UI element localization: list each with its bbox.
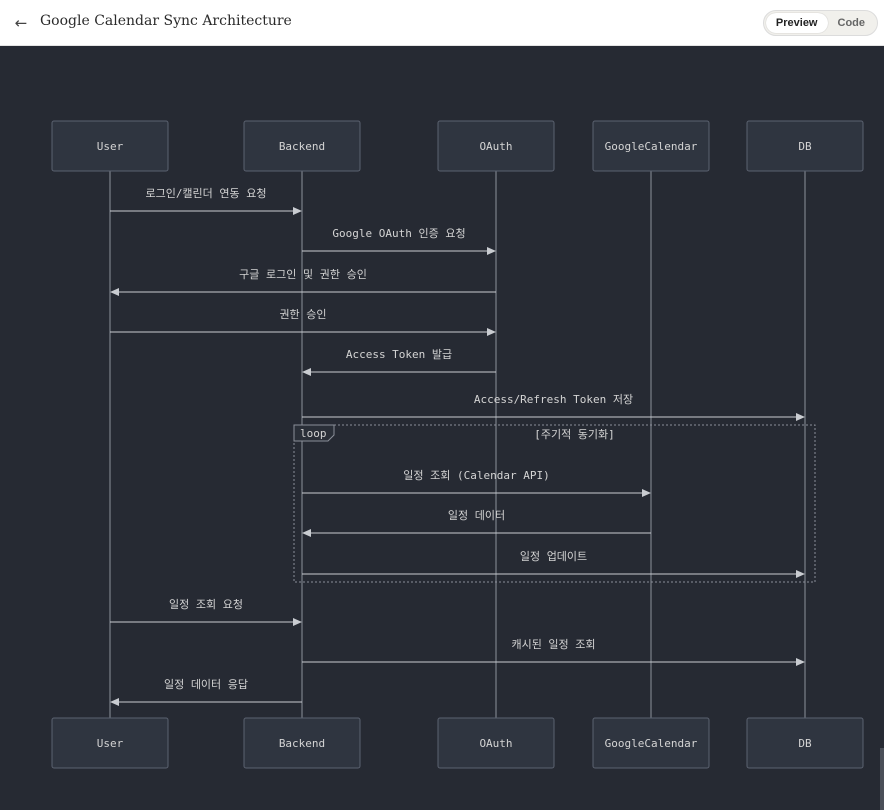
message-label-2: 구글 로그인 및 권한 승인	[239, 268, 367, 281]
message-label-10: 캐시된 일정 조회	[511, 637, 595, 651]
message-label-9: 일정 조회 요청	[169, 597, 243, 611]
message-label-8: 일정 업데이트	[520, 549, 587, 563]
participant-label: DB	[798, 140, 812, 153]
message-label-7: 일정 데이터	[448, 508, 505, 522]
participant-box-top-0: User	[51, 120, 169, 172]
back-button[interactable]: ←	[10, 12, 32, 34]
message-label-0: 로그인/캘린더 연동 요청	[145, 187, 266, 200]
diagram-canvas: loop [주기적 동기화] 로그인/캘린더 연동 요청 Google OAuth …	[0, 46, 884, 810]
participant-box-bottom-2: OAuth	[437, 717, 555, 769]
participant-rect	[243, 120, 361, 172]
sequence-diagram: loop [주기적 동기화] 로그인/캘린더 연동 요청 Google OAuth …	[51, 120, 864, 769]
participant-box-top-1: Backend	[243, 120, 361, 172]
participant-label: GoogleCalendar	[605, 737, 698, 750]
participant-rect	[51, 120, 169, 172]
participant-box-bottom-3: GoogleCalendar	[592, 717, 710, 769]
participant-box-bottom-1: Backend	[243, 717, 361, 769]
participant-label: OAuth	[479, 140, 512, 153]
participant-box-bottom-4: DB	[746, 717, 864, 769]
participant-rect	[592, 717, 710, 769]
view-toggle[interactable]: Preview Code	[762, 10, 878, 36]
message-label-4: Access Token 발급	[346, 348, 452, 361]
message-label-6: 일정 조회 (Calendar API)	[403, 468, 549, 482]
preview-tab[interactable]: Preview	[765, 13, 828, 33]
participant-rect	[437, 120, 555, 172]
page-title: Google Calendar Sync Architecture	[40, 13, 292, 29]
message-label-3: 권한 승인	[279, 308, 326, 321]
participant-rect	[243, 717, 361, 769]
participant-box-top-3: GoogleCalendar	[592, 120, 710, 172]
participant-rect	[51, 717, 169, 769]
top-bar: ← Google Calendar Sync Architecture Prev…	[0, 0, 884, 46]
scrollbar[interactable]	[880, 748, 884, 810]
participant-label: OAuth	[479, 737, 512, 750]
loop-tab	[293, 424, 335, 442]
arrow-left-icon: ←	[14, 14, 28, 32]
participant-box-bottom-0: User	[51, 717, 169, 769]
participant-label: Backend	[279, 140, 325, 153]
participant-label: GoogleCalendar	[605, 140, 698, 153]
participant-box-top-4: DB	[746, 120, 864, 172]
participant-rect	[437, 717, 555, 769]
participant-label: Backend	[279, 737, 325, 750]
message-label-11: 일정 데이터 응답	[164, 677, 248, 691]
participant-label: DB	[798, 737, 812, 750]
message-label-5: Access/Refresh Token 저장	[474, 393, 633, 406]
participant-box-top-2: OAuth	[437, 120, 555, 172]
participant-rect	[592, 120, 710, 172]
participant-rect	[746, 717, 864, 769]
loop-condition: [주기적 동기화]	[534, 428, 615, 441]
participant-rect	[746, 120, 864, 172]
loop-keyword: loop	[300, 427, 327, 440]
participant-label: User	[97, 140, 124, 153]
participant-label: User	[97, 737, 124, 750]
message-label-1: Google OAuth 인증 요청	[332, 227, 465, 240]
code-tab[interactable]: Code	[837, 17, 866, 29]
loop-frame	[293, 424, 816, 583]
